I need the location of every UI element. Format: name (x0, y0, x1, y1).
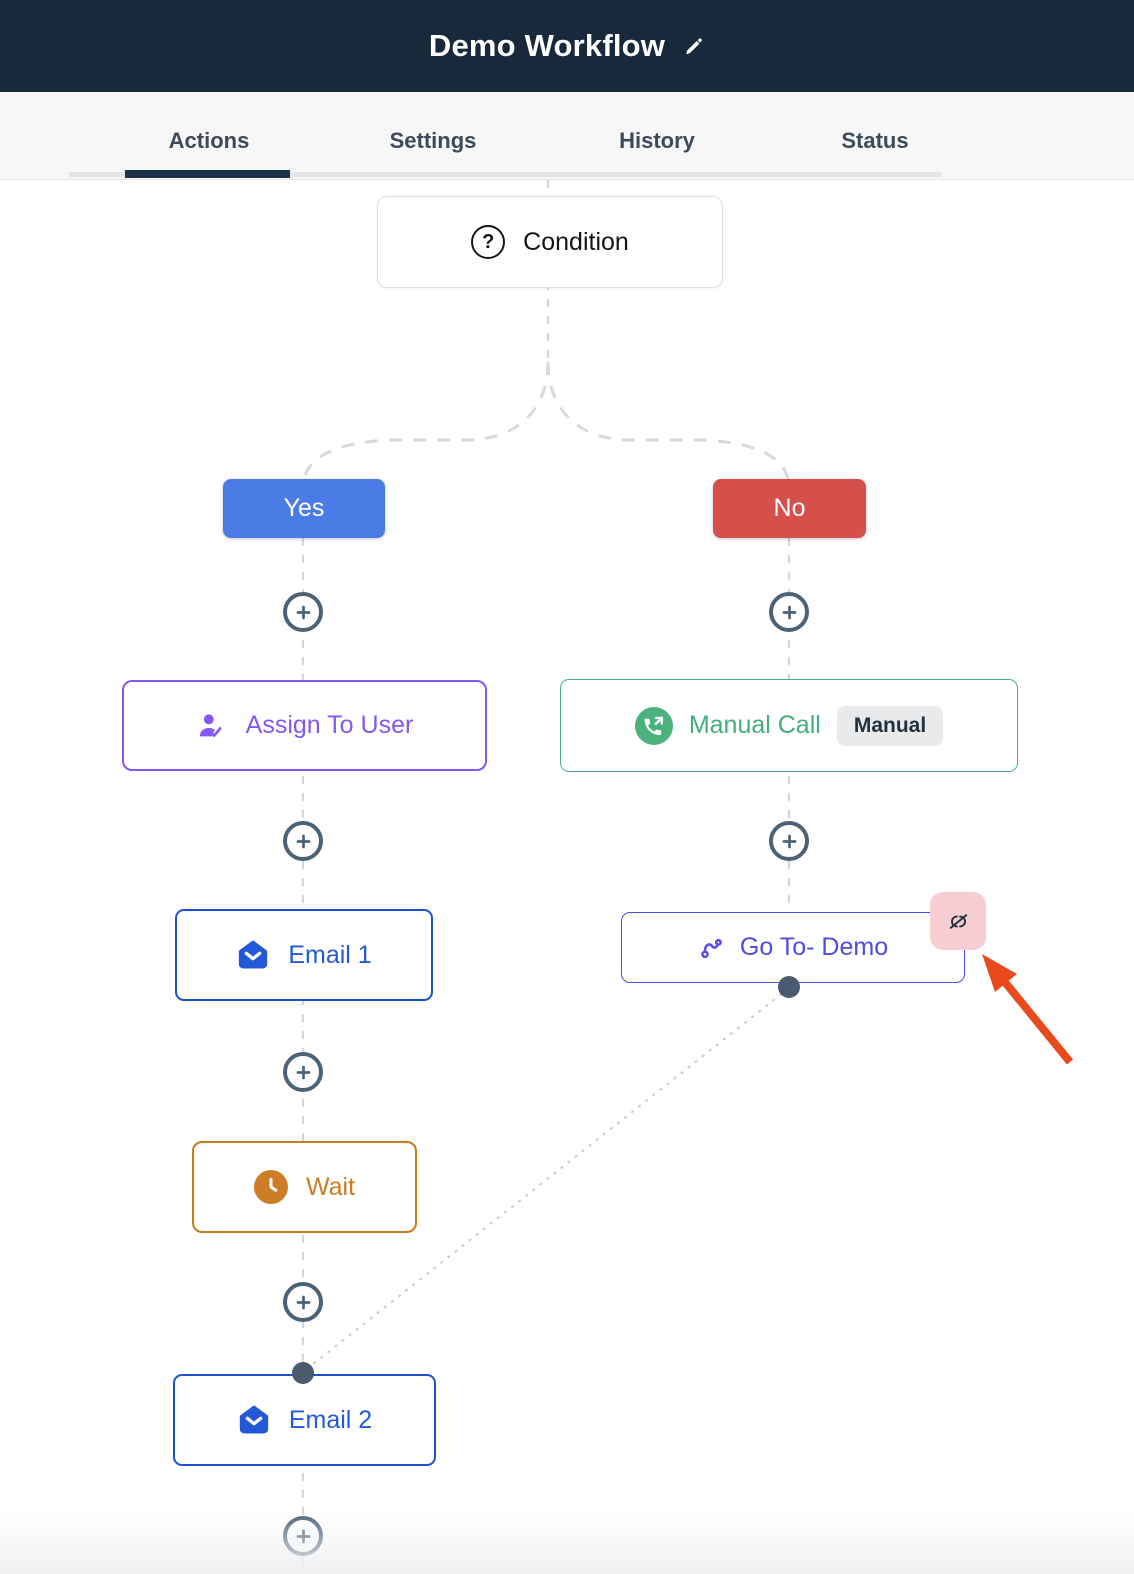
node-label: Assign To User (245, 711, 414, 739)
node-label: Manual Call (688, 711, 821, 739)
route-icon (698, 934, 726, 962)
question-icon: ? (471, 225, 506, 259)
go-to-node[interactable]: Go To- Demo (621, 912, 965, 983)
tab-underline-track (69, 172, 942, 177)
plus-icon (780, 603, 799, 622)
manual-mode-badge: Manual (836, 705, 944, 746)
node-label: Email 2 (288, 1405, 373, 1434)
add-step-button[interactable] (283, 1052, 323, 1092)
tab-bar: Actions Settings History Status (0, 92, 1134, 180)
yes-branch-button[interactable]: Yes (223, 479, 385, 538)
unlink-icon (945, 908, 972, 935)
plus-icon (294, 1063, 313, 1082)
email-1-node[interactable]: Email 1 (175, 909, 433, 1001)
add-step-button[interactable] (769, 821, 809, 861)
assign-to-user-node[interactable]: Assign To User (122, 680, 487, 771)
plus-icon (294, 1527, 313, 1546)
app-header: Demo Workflow (0, 0, 1134, 92)
tab-actions[interactable]: Actions (168, 128, 250, 153)
pencil-icon (683, 35, 705, 57)
no-branch-button[interactable]: No (713, 479, 866, 538)
edit-title-button[interactable] (683, 35, 705, 57)
node-label: Email 1 (288, 940, 372, 969)
no-branch-label: No (773, 494, 806, 522)
outgoing-call-icon (634, 706, 673, 745)
add-step-button[interactable] (283, 592, 323, 632)
yes-branch-label: Yes (283, 494, 325, 522)
plus-icon (780, 832, 799, 851)
connector-dot (778, 976, 800, 998)
workflow-title: Demo Workflow (428, 28, 666, 63)
wait-node[interactable]: Wait (192, 1141, 417, 1233)
plus-icon (294, 1293, 313, 1312)
add-step-button[interactable] (283, 1282, 323, 1322)
node-label: Wait (305, 1172, 356, 1201)
clock-icon (253, 1170, 288, 1204)
email-2-node[interactable]: Email 2 (173, 1374, 436, 1466)
add-step-button[interactable] (283, 821, 323, 861)
manual-call-node[interactable]: Manual Call Manual (560, 679, 1018, 772)
plus-icon (294, 832, 313, 851)
user-check-icon (196, 710, 228, 742)
email-icon (237, 1403, 271, 1437)
connector-dot (292, 1362, 314, 1384)
disconnect-button[interactable] (930, 892, 986, 950)
add-step-button[interactable] (283, 1516, 323, 1556)
tab-status[interactable]: Status (841, 128, 909, 153)
tab-settings[interactable]: Settings (389, 128, 477, 153)
node-label: Go To- Demo (739, 933, 889, 961)
tab-history[interactable]: History (619, 128, 695, 153)
canvas-bottom-fade (0, 1510, 1134, 1574)
plus-icon (294, 603, 313, 622)
active-tab-indicator (125, 170, 290, 178)
add-step-button[interactable] (769, 592, 809, 632)
condition-label: Condition (523, 227, 629, 256)
email-icon (236, 938, 270, 972)
condition-node[interactable]: ? Condition (377, 196, 723, 288)
